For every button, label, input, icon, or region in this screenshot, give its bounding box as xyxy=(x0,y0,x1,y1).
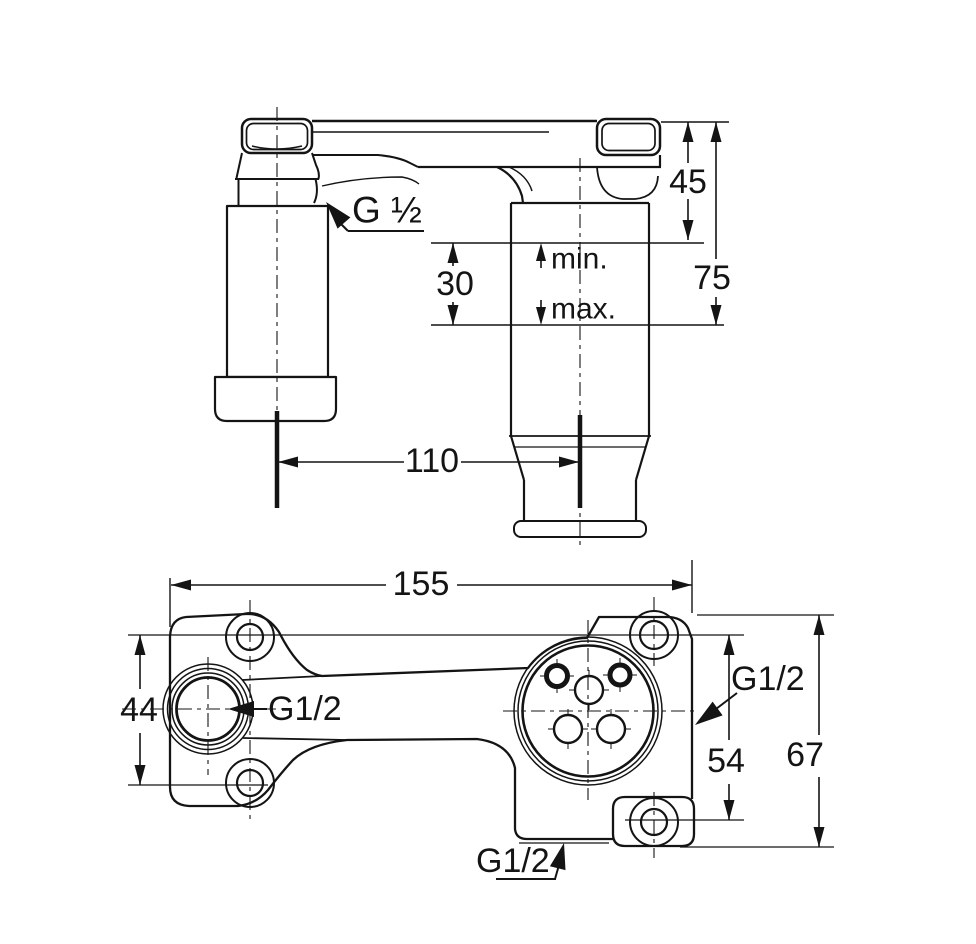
thread-g-half-label: G ½ xyxy=(352,190,422,231)
dim-110-label: 110 xyxy=(405,442,459,480)
valve-port xyxy=(573,674,605,706)
arrowhead xyxy=(813,615,825,635)
valve-port xyxy=(544,663,570,689)
bar-underside-left xyxy=(312,154,419,168)
arrowhead xyxy=(710,122,722,142)
bar-underside-inner xyxy=(321,176,420,187)
arrowhead xyxy=(723,800,735,820)
column-lower-sides xyxy=(522,480,638,521)
plan-view-dimensions xyxy=(128,560,834,880)
dim-67-label: 67 xyxy=(786,736,824,774)
g12-bottom-leader xyxy=(554,857,562,880)
arrowhead xyxy=(723,635,735,655)
arrowhead xyxy=(813,827,825,847)
g12-right-leader xyxy=(715,692,738,710)
plan-view-texts: 155 44 54 67 G1/2 G1/2 G1/2 xyxy=(120,565,824,880)
arrowhead xyxy=(447,243,459,263)
top-view-texts: 45 75 30 110 min. max. G ½ xyxy=(352,163,731,480)
max-label: max. xyxy=(551,293,616,326)
left-shoulder-right xyxy=(311,152,320,180)
centerlines-top-view xyxy=(276,107,581,548)
outline-bottom xyxy=(168,615,613,841)
column-sides xyxy=(509,203,651,436)
valve-port xyxy=(595,713,627,745)
arrowhead xyxy=(682,220,694,240)
left-sleeve-base xyxy=(213,375,338,423)
right-flange-outer xyxy=(595,117,662,157)
thread-right-label: G1/2 xyxy=(731,660,805,698)
arrowhead xyxy=(171,579,191,591)
right-flange-inner xyxy=(601,122,656,152)
dim-30-label: 30 xyxy=(436,265,474,303)
screw-holes xyxy=(235,619,670,837)
dim-45-label: 45 xyxy=(669,163,707,201)
arrowhead xyxy=(278,456,298,468)
column-taper-sides xyxy=(509,435,651,481)
arm-inner-bottom-line xyxy=(242,737,348,741)
valve-port xyxy=(607,662,633,688)
spout-curve-outer xyxy=(496,166,525,204)
min-label: min. xyxy=(551,243,608,276)
g12-right-arrowhead xyxy=(695,701,723,725)
column-bottom-flange xyxy=(513,520,647,538)
g12-left-arrowhead xyxy=(228,701,254,717)
min-arrowhead xyxy=(536,243,546,261)
dim-54-label: 54 xyxy=(707,742,745,780)
valve-port xyxy=(552,713,584,745)
g-half-arrowhead xyxy=(326,202,351,229)
screw-hole xyxy=(639,807,669,837)
port-tick-marks xyxy=(540,658,637,749)
plan-view-arrowheads xyxy=(134,579,825,871)
left-neck-right xyxy=(313,178,318,204)
arrowhead xyxy=(447,305,459,325)
thread-bottom-label: G1/2 xyxy=(476,842,550,880)
arrowhead xyxy=(710,305,722,325)
max-arrowhead xyxy=(536,307,546,325)
side-elevation-view: 45 75 30 110 min. max. G ½ xyxy=(213,107,731,548)
g12-bottom-arrowhead xyxy=(549,843,566,871)
bracket-plan-view: 155 44 54 67 G1/2 G1/2 G1/2 xyxy=(120,560,834,880)
spout-curve-inner xyxy=(508,166,533,192)
thread-left-label: G1/2 xyxy=(268,690,342,728)
tap-body-outline xyxy=(213,117,662,538)
arrowhead xyxy=(134,635,146,655)
top-view-arrowheads xyxy=(278,122,722,468)
arrowhead xyxy=(559,456,579,468)
arm-inner-top-line xyxy=(241,675,323,681)
right-nut-silhouette xyxy=(596,166,659,200)
centerlines-plan-view xyxy=(122,597,697,858)
dim-75-label: 75 xyxy=(693,259,731,297)
arrowhead xyxy=(672,579,692,591)
arrowhead xyxy=(134,765,146,785)
dim-155-label: 155 xyxy=(393,565,450,603)
ext-lines-155 xyxy=(169,560,693,627)
left-shoulder-left xyxy=(235,152,243,179)
arrowhead xyxy=(682,122,694,142)
ext-lines-67 xyxy=(680,614,834,848)
dim-44-label: 44 xyxy=(120,691,158,729)
top-view-dimensions xyxy=(278,121,729,468)
left-sleeve xyxy=(225,204,330,379)
